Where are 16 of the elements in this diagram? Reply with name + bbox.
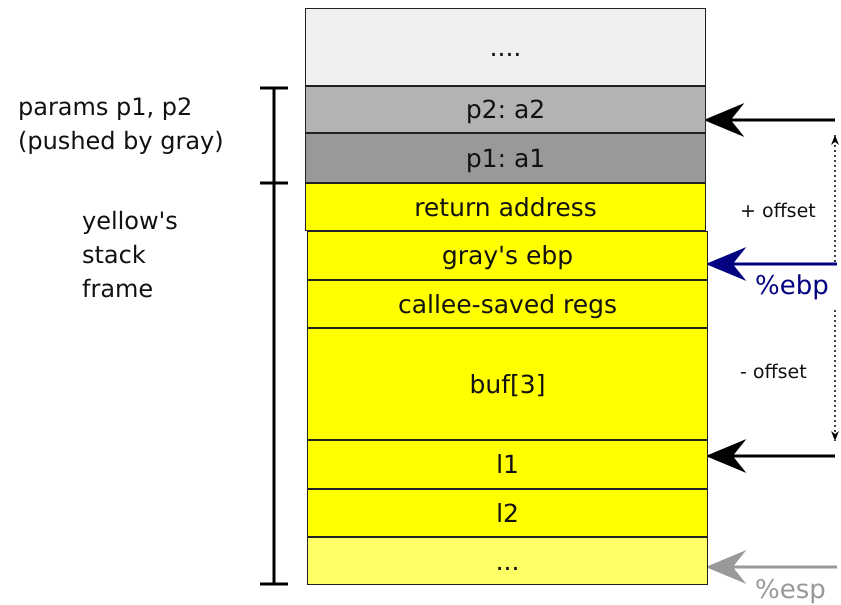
register-label: %ebp [755, 272, 829, 300]
stack-slot: p1: a1 [305, 133, 706, 183]
annotation-text: yellow's stack frame [82, 206, 179, 305]
stack-slot: buf[3] [307, 328, 708, 440]
stack-slot: l2 [307, 489, 708, 537]
stack-slot: p2: a2 [305, 86, 706, 133]
annotation-text: params p1, p2 (pushed by gray) [18, 92, 225, 157]
offset-label: - offset [740, 360, 808, 385]
stack-slot: return address [305, 183, 706, 231]
register-label: %esp [755, 576, 826, 604]
stack-slot: gray's ebp [307, 231, 708, 280]
stack-slot: callee-saved regs [307, 280, 708, 328]
stack-slot: .... [305, 8, 706, 86]
offset-label: + offset [740, 199, 817, 224]
stack-slot: ... [307, 537, 708, 585]
stack-slot: l1 [307, 440, 708, 489]
